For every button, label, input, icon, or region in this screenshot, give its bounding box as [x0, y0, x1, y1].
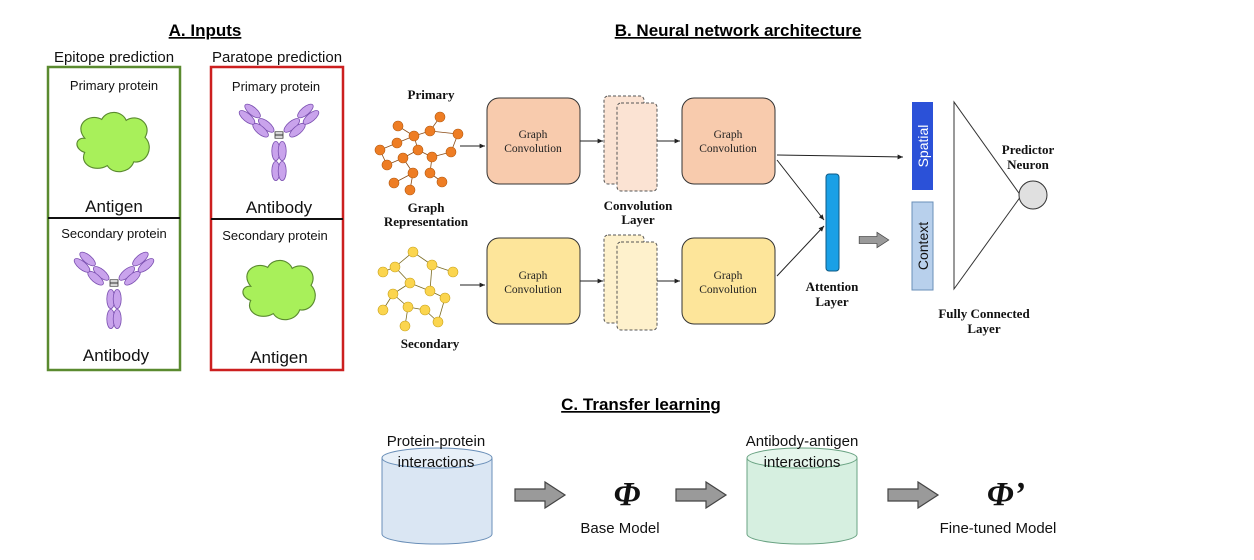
svg-text:Convolution: Convolution — [504, 143, 562, 155]
spatial-label: Spatial — [915, 125, 931, 168]
primary-graph-conv-2: Graph Convolution — [681, 97, 776, 185]
base-model-label: Base Model — [580, 520, 659, 537]
epitope-panel: Epitope prediction Primary protein Antig… — [46, 49, 182, 372]
db2-line2: interactions — [764, 454, 841, 471]
gray-arrow-icon — [887, 481, 939, 509]
attention-layer-bar — [825, 173, 840, 272]
antigen-blob-icon — [76, 111, 150, 173]
epitope-secondary-molecule: Antibody — [83, 346, 150, 365]
predictor-line1: Predictor — [1002, 142, 1055, 157]
paratope-title: Paratope prediction — [212, 49, 342, 66]
fc-line1: Fully Connected — [938, 306, 1030, 321]
secondary-conv-layer — [603, 234, 658, 331]
phi-prime-symbol: Φ’ — [987, 476, 1025, 513]
architecture-title: B. Neural network architecture — [615, 21, 862, 40]
attention-line1: Attention — [806, 279, 859, 294]
primary-graph-nodes — [374, 111, 464, 196]
arrow-primary-to-spatial — [776, 154, 904, 160]
svg-text:Graph: Graph — [714, 270, 743, 282]
fc-line2: Layer — [967, 321, 1000, 336]
fully-connected-layer — [953, 100, 1022, 291]
context-bar — [911, 201, 934, 291]
epitope-primary-molecule: Antigen — [85, 197, 143, 216]
paratope-secondary-molecule: Antigen — [250, 348, 308, 367]
secondary-graph-conv-2: Graph Convolution — [681, 237, 776, 325]
svg-text:Convolution: Convolution — [504, 284, 562, 296]
secondary-graph-label: Secondary — [401, 336, 460, 351]
db1-line2: interactions — [398, 454, 475, 471]
graph-repr-line2: Representation — [384, 214, 469, 229]
arrow-secondary-to-attention — [776, 225, 825, 277]
svg-text:Graph: Graph — [519, 129, 548, 141]
epitope-secondary-label: Secondary protein — [61, 226, 167, 241]
arrow-primary-to-attention — [776, 159, 825, 221]
paratope-panel: Paratope prediction Primary protein Anti… — [209, 49, 345, 372]
spatial-bar — [912, 102, 933, 190]
antibody-icon — [236, 101, 322, 182]
inputs-title: A. Inputs — [169, 21, 242, 40]
conv-layer-line2: Layer — [621, 212, 654, 227]
gray-arrow-icon — [514, 481, 566, 509]
paratope-secondary-label: Secondary protein — [222, 228, 328, 243]
db2-line1: Antibody-antigen — [746, 433, 859, 450]
svg-text:Convolution: Convolution — [699, 284, 757, 296]
svg-text:Convolution: Convolution — [699, 143, 757, 155]
attention-line2: Layer — [815, 294, 848, 309]
transfer-title: C. Transfer learning — [561, 395, 721, 414]
phi-symbol: Φ — [614, 476, 641, 513]
conv-layer-line1: Convolution — [604, 198, 673, 213]
secondary-graph-nodes — [377, 246, 459, 332]
primary-graph-conv-1: Graph Convolution — [486, 97, 581, 185]
antigen-blob-icon — [242, 259, 316, 321]
paratope-primary-label: Primary protein — [232, 79, 320, 94]
antibody-icon — [71, 249, 157, 330]
antibody-antigen-db — [746, 447, 858, 545]
predictor-neuron — [1018, 180, 1048, 210]
context-label: Context — [915, 222, 931, 270]
secondary-graph-conv-1: Graph Convolution — [486, 237, 581, 325]
primary-graph-label: Primary — [408, 87, 455, 102]
primary-conv-layer — [603, 95, 658, 192]
svg-text:Graph: Graph — [714, 129, 743, 141]
epitope-primary-label: Primary protein — [70, 78, 158, 93]
svg-text:Graph: Graph — [519, 270, 548, 282]
db1-line1: Protein-protein — [387, 433, 485, 450]
finetuned-model-label: Fine-tuned Model — [940, 520, 1057, 537]
gray-arrow-icon — [675, 481, 727, 509]
protein-protein-db — [381, 447, 493, 545]
paratope-primary-molecule: Antibody — [246, 198, 313, 217]
epitope-title: Epitope prediction — [54, 49, 174, 66]
graph-repr-line1: Graph — [408, 200, 446, 215]
predictor-line2: Neuron — [1007, 157, 1049, 172]
gray-arrow-icon — [858, 231, 890, 249]
